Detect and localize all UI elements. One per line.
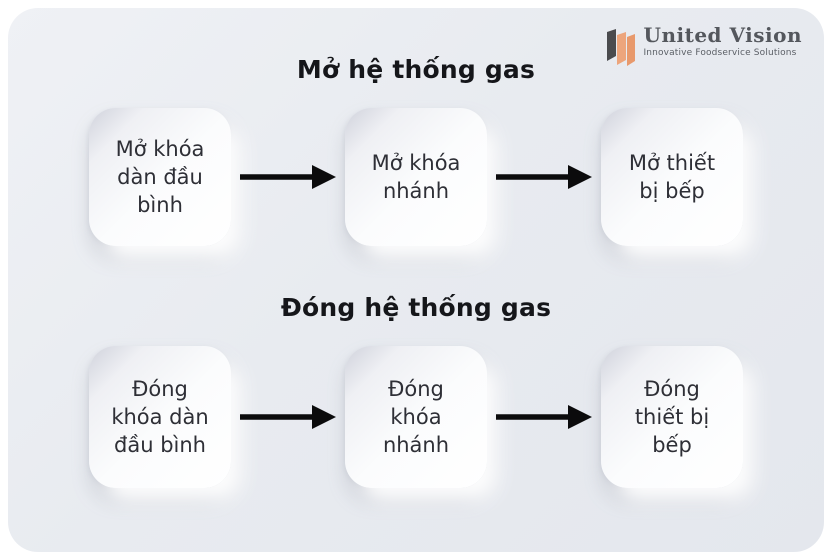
arrow-cell (231, 404, 345, 430)
arrow-cell (231, 164, 345, 190)
logo-text: United Vision Innovative Foodservice Sol… (644, 24, 803, 59)
step-label: Đóng khóa dàn đầu bình (111, 377, 209, 457)
arrow-cell (487, 164, 601, 190)
logo: United Vision Innovative Foodservice Sol… (606, 24, 803, 66)
logo-tagline: Innovative Foodservice Solutions (643, 48, 797, 58)
step-box-open-1: Mở khóa dàn đầu bình (89, 108, 231, 246)
step-box-close-2: Đóng khóa nhánh (345, 346, 487, 488)
triple-ribbon-icon (606, 29, 635, 66)
flow-arrow-icon (240, 405, 336, 429)
section-title-close: Đóng hệ thống gas (280, 293, 552, 322)
arrow-cell (487, 404, 601, 430)
step-label: Mở khóa nhánh (371, 151, 461, 203)
step-label: Mở thiết bị bếp (628, 151, 716, 203)
step-box-open-3: Mở thiết bị bếp (601, 108, 743, 246)
step-box-close-3: Đóng thiết bị bếp (601, 346, 743, 488)
section-close-gas: Đóng hệ thống gas Đóng khóa dàn đầu bình… (8, 292, 824, 488)
logo-brand: United Vision (643, 23, 802, 47)
flow-arrow-icon (496, 405, 592, 429)
step-box-open-2: Mở khóa nhánh (345, 108, 487, 246)
step-label: Mở khóa dàn đầu bình (115, 137, 205, 217)
flow-arrow-icon (240, 165, 336, 189)
diagram-panel: United Vision Innovative Foodservice Sol… (8, 8, 824, 552)
flow-row-open: Mở khóa dàn đầu bình Mở khóa nhánh (8, 108, 824, 246)
flow-arrow-icon (496, 165, 592, 189)
step-label: Đóng thiết bị bếp (634, 377, 710, 457)
section-open-gas: Mở hệ thống gas Mở khóa dàn đầu bình Mở … (8, 54, 824, 246)
section-title-open: Mở hệ thống gas (296, 55, 536, 84)
step-box-close-1: Đóng khóa dàn đầu bình (89, 346, 231, 488)
flow-row-close: Đóng khóa dàn đầu bình Đóng khóa nhánh (8, 346, 824, 488)
step-label: Đóng khóa nhánh (382, 377, 450, 457)
